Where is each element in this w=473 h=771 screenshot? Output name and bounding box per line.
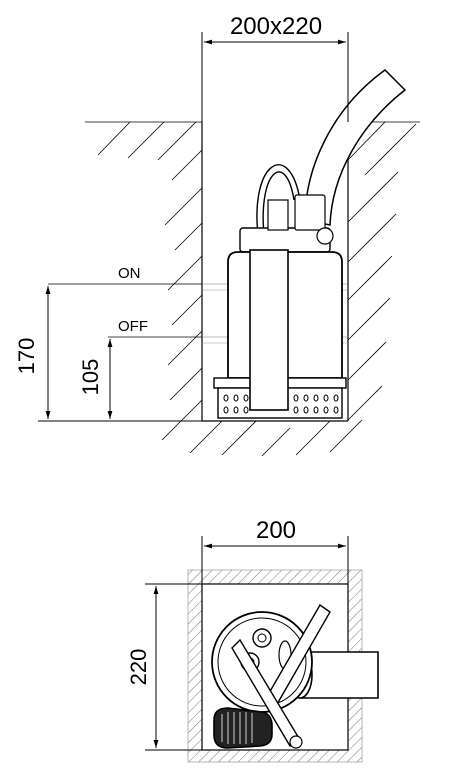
ground-hatch-left	[85, 121, 257, 456]
off-label: OFF	[118, 318, 148, 335]
top-width-label: 200	[256, 517, 296, 544]
on-level-label: 170	[14, 338, 39, 375]
top-depth-label: 220	[126, 649, 151, 686]
off-level-label: 105	[78, 359, 103, 396]
side-view: 200x220 ON OFF 170 105	[14, 13, 420, 457]
pit-walls	[201, 122, 349, 422]
pump-body	[213, 69, 407, 419]
top-width-dimension-line	[201, 536, 349, 584]
on-label: ON	[118, 265, 141, 282]
strainer-holes	[223, 394, 339, 414]
pit-dimension-label: 200x220	[230, 13, 322, 40]
pump-top-view	[211, 603, 379, 749]
top-view: 200 220	[126, 517, 379, 763]
on-level-dimension-line	[38, 286, 202, 422]
top-depth-dimension-line	[145, 583, 202, 751]
pit-dimension-line	[201, 32, 349, 122]
ground-hatch-right	[261, 121, 420, 457]
